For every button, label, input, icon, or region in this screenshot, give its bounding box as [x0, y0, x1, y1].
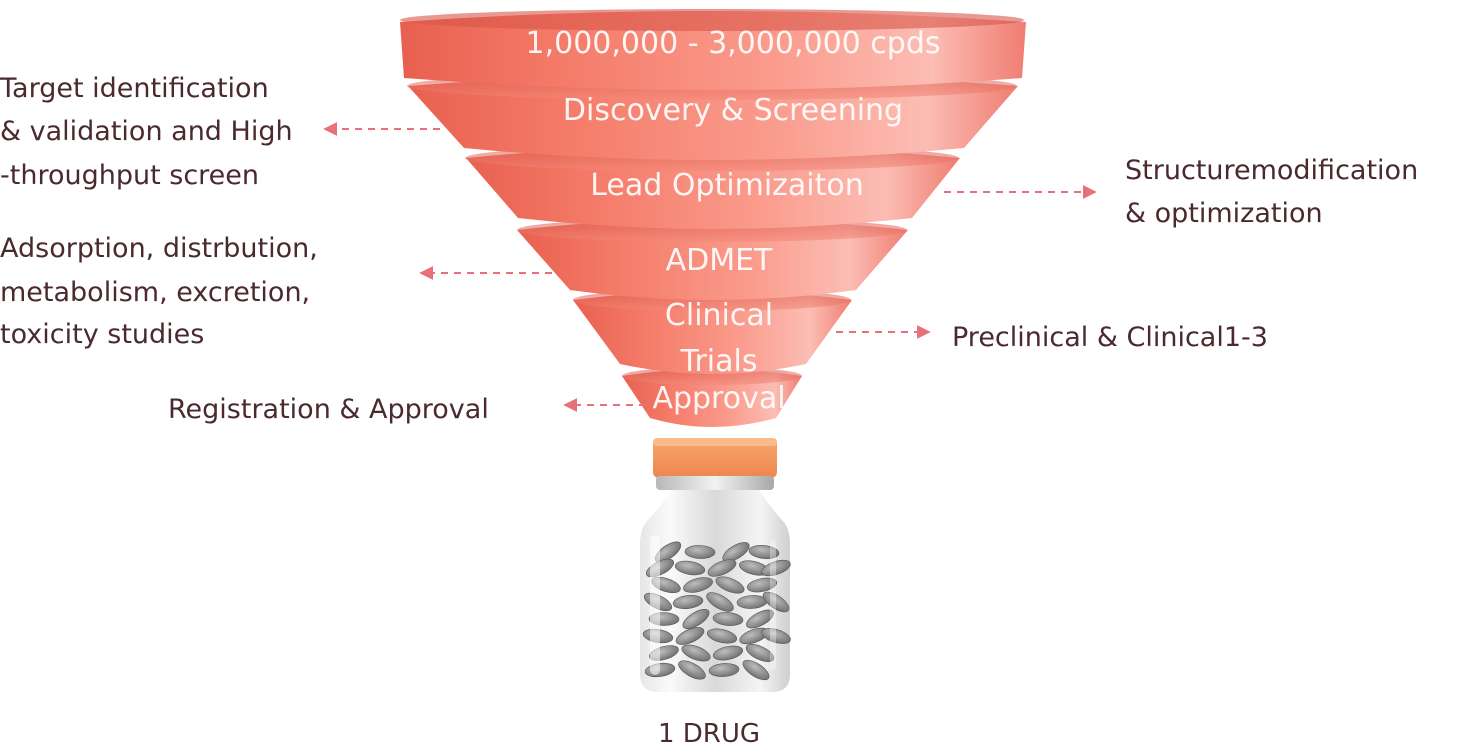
annotation-admet-line2: metabolism, excretion,	[0, 277, 310, 308]
pill	[742, 659, 770, 681]
pill	[672, 594, 704, 610]
pill	[712, 645, 744, 661]
funnel-band-compounds	[400, 9, 1026, 90]
stage-label-discovery: Discovery & Screening	[563, 93, 903, 128]
pill	[746, 609, 774, 629]
pill	[674, 560, 706, 576]
pill	[706, 592, 734, 612]
stage-label-trials: Trials	[680, 344, 758, 379]
pill	[708, 663, 740, 677]
pill-bottle-icon	[640, 438, 791, 692]
pill	[722, 542, 750, 562]
stage-label-lead-optimization: Lead Optimizaiton	[590, 168, 864, 203]
pill	[748, 545, 780, 559]
stage-label-approval: Approval	[652, 381, 785, 416]
stage-label-clinical: Clinical	[665, 298, 773, 333]
pill	[762, 591, 790, 613]
pill	[683, 577, 713, 593]
pill	[681, 644, 711, 662]
annotation-admet-line1: Adsorption, distrbution,	[0, 233, 318, 264]
annotation-target-line1: Target identification	[0, 73, 269, 104]
result-label: 1 DRUG	[658, 719, 760, 749]
pill	[707, 559, 737, 577]
annotation-structure: Structuremodification & optimization	[1125, 155, 1418, 229]
annotation-registration-line1: Registration & Approval	[168, 394, 489, 425]
pill	[715, 576, 745, 594]
pill	[707, 628, 737, 644]
pill	[712, 612, 744, 626]
pill	[684, 545, 716, 559]
pill	[761, 628, 791, 644]
pill	[675, 627, 705, 645]
annotation-target-line3: -throughput screen	[0, 160, 259, 191]
annotation-target: Target identification & validation and H…	[0, 73, 293, 191]
funnel	[400, 9, 1026, 427]
annotation-admet-line3: toxicity studies	[0, 319, 204, 350]
pill	[745, 644, 775, 662]
pill	[746, 577, 778, 593]
annotation-admet: Adsorption, distrbution, metabolism, exc…	[0, 233, 318, 350]
annotation-registration: Registration & Approval	[168, 394, 489, 425]
stage-label-admet: ADMET	[666, 243, 773, 278]
annotation-structure-line1: Structuremodification	[1125, 155, 1418, 186]
annotation-target-line2: & validation and High	[0, 116, 293, 147]
annotation-structure-line2: & optimization	[1125, 198, 1323, 229]
annotation-arrows	[323, 122, 1097, 412]
pill	[761, 559, 791, 577]
pill	[678, 660, 706, 680]
annotation-clinical: Preclinical & Clinical1-3	[952, 322, 1268, 353]
stage-label-compounds: 1,000,000 - 3,000,000 cpds	[525, 26, 940, 61]
pill	[682, 609, 710, 629]
annotation-clinical-line1: Preclinical & Clinical1-3	[952, 322, 1268, 353]
